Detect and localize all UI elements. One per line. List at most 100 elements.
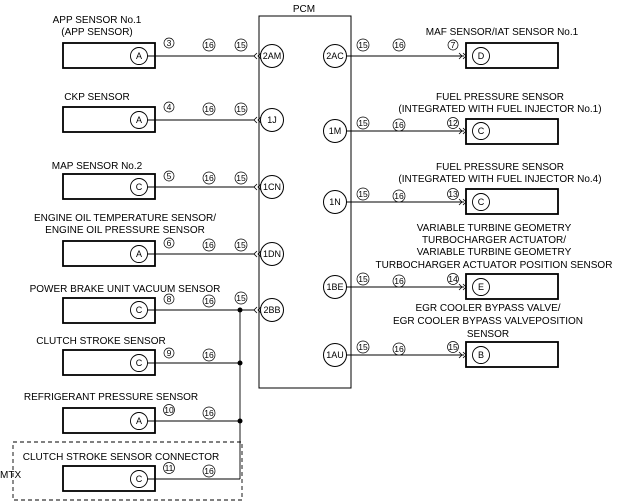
connector-mark <box>458 127 463 135</box>
wire-number: 9 <box>167 348 172 358</box>
sensor-box <box>465 341 559 368</box>
component-label: APP SENSOR No.1 <box>53 15 142 26</box>
harness-number: 16 <box>394 276 404 286</box>
pcm-side-number: 15 <box>236 173 246 183</box>
connector-mark <box>253 183 258 191</box>
wire-number: 3 <box>167 38 172 48</box>
wire-number-badge <box>163 237 175 249</box>
pin-letter: B <box>478 350 484 360</box>
component-label: VARIABLE TURBINE GEOMETRY <box>417 223 572 234</box>
wire-number-badge <box>447 188 459 200</box>
pin-letter: C <box>136 358 143 368</box>
pcm-pin-label: 1AU <box>326 350 344 360</box>
pcm-side-badge <box>234 171 248 185</box>
harness-number: 16 <box>204 104 214 114</box>
connector-mark <box>257 116 262 124</box>
harness-badge <box>202 238 216 252</box>
harness-badge <box>202 294 216 308</box>
pin-letter: C <box>136 182 143 192</box>
component-label: MAP SENSOR No.2 <box>52 161 143 172</box>
sensor-box <box>465 118 559 145</box>
harness-number: 16 <box>204 296 214 306</box>
right-component-egr-cooler-bypass-valve: EGR COOLER BYPASS VALVE/ EGR COOLER BYPA… <box>323 303 583 368</box>
connector-mark <box>253 250 258 258</box>
wire-number: 14 <box>448 274 458 284</box>
sensor-box <box>62 240 156 267</box>
left-component-clutch-stroke-sensor: CLUTCH STROKE SENSOR C 9 16 <box>36 336 240 376</box>
wire-number: 7 <box>451 40 456 50</box>
harness-badge <box>392 118 406 132</box>
component-label: REFRIGERANT PRESSURE SENSOR <box>24 392 198 403</box>
pcm-side-badge <box>356 340 370 354</box>
sensor-box <box>62 106 156 133</box>
sensor-box <box>62 297 156 324</box>
pcm-pin-label: 1J <box>267 115 277 125</box>
left-component-clutch-stroke-sensor-connector: CLUTCH STROKE SENSOR CONNECTOR C 11 16 <box>23 452 240 492</box>
connector-mark <box>257 183 262 191</box>
pcm-side-number: 15 <box>358 118 368 128</box>
pcm-side-badge <box>234 238 248 252</box>
component-label: (APP SENSOR) <box>61 27 133 38</box>
connector-mark <box>253 306 258 314</box>
sensor-box <box>465 273 559 300</box>
left-component-refrigerant-pressure-sensor: REFRIGERANT PRESSURE SENSOR A 10 16 <box>24 392 240 434</box>
left-component-map-sensor: MAP SENSOR No.2 C 5 16 15 1CN <box>52 161 284 200</box>
right-component-fuel-pressure-sensor-1: FUEL PRESSURE SENSOR (INTEGRATED WITH FU… <box>323 92 602 145</box>
connector-mark <box>257 250 262 258</box>
pcm-side-number: 15 <box>358 189 368 199</box>
sensor-box <box>62 407 156 434</box>
wire-number-badge <box>163 170 175 182</box>
pcm-side-number: 15 <box>236 104 246 114</box>
mtx-label: MTX <box>0 470 21 481</box>
connector-mark <box>253 52 258 60</box>
pcm-pin-label: 2AM <box>263 51 282 61</box>
pcm-side-badge <box>356 38 370 52</box>
wire-number-badge <box>447 117 459 129</box>
pcm-side-badge <box>356 187 370 201</box>
component-label: TURBOCHARGER ACTUATOR/ <box>422 235 566 246</box>
harness-badge <box>202 102 216 116</box>
component-label: MAF SENSOR/IAT SENSOR No.1 <box>426 27 579 38</box>
harness-number: 16 <box>204 173 214 183</box>
harness-number: 16 <box>204 240 214 250</box>
wire-number-badge <box>163 101 175 113</box>
wire-number: 4 <box>167 102 172 112</box>
pcm-side-number: 15 <box>358 342 368 352</box>
pin-letter: A <box>136 51 142 61</box>
pcm-pin <box>260 298 284 322</box>
wire-number-badge <box>163 462 175 474</box>
pcm-side-number: 15 <box>358 40 368 50</box>
pcm-pin-label: 1CN <box>263 182 281 192</box>
pcm-side-badge <box>234 291 248 305</box>
pin-letter: C <box>136 305 143 315</box>
pcm-side-number: 15 <box>236 240 246 250</box>
sensor-box <box>62 349 156 376</box>
component-label: SENSOR <box>467 329 509 340</box>
harness-number: 16 <box>204 408 214 418</box>
junction-dot <box>237 418 243 424</box>
pcm-pin <box>260 242 284 266</box>
component-label: CLUTCH STROKE SENSOR <box>36 336 165 347</box>
harness-number: 16 <box>204 350 214 360</box>
component-label: TURBOCHARGER ACTUATOR POSITION SENSOR <box>376 260 613 271</box>
harness-number: 16 <box>394 40 404 50</box>
pcm-side-number: 15 <box>358 274 368 284</box>
harness-number: 16 <box>394 344 404 354</box>
connector-mark <box>458 351 463 359</box>
harness-badge <box>202 406 216 420</box>
component-label: EGR COOLER BYPASS VALVE/ <box>415 303 560 314</box>
wire-number-badge <box>447 341 459 353</box>
sensor-box <box>465 188 559 215</box>
harness-number: 16 <box>394 191 404 201</box>
pcm-pin-label: 2AC <box>326 51 344 61</box>
pin-letter: D <box>478 51 485 61</box>
harness-badge <box>202 171 216 185</box>
sensor-box <box>62 173 156 200</box>
wire-number: 12 <box>448 118 458 128</box>
pcm-side-badge <box>356 272 370 286</box>
pcm-pin <box>260 175 284 199</box>
component-label: (INTEGRATED WITH FUEL INJECTOR No.1) <box>398 104 601 115</box>
left-component-power-brake-vacuum-sensor: POWER BRAKE UNIT VACUUM SENSOR C 8 16 15… <box>30 284 284 324</box>
wire-number: 15 <box>448 342 458 352</box>
